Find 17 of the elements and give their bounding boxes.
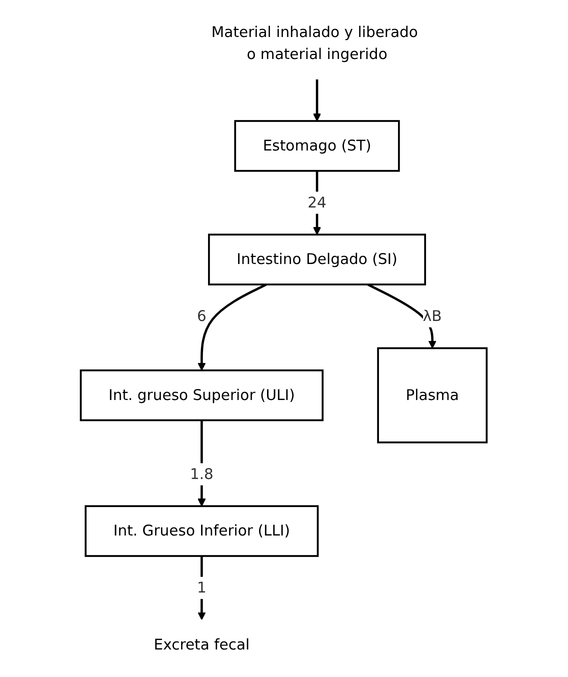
node-box: Int. Grueso Inferior (LLI) — [84, 505, 319, 557]
node-text: Excreta fecal — [154, 635, 250, 653]
node-text: Material inhalado y liberado o material ingerido — [212, 23, 418, 63]
edge-label: 1.8 — [190, 465, 214, 483]
edge-label: λB — [423, 307, 442, 325]
node-box: Intestino Delgado (SI) — [208, 234, 426, 286]
arrow — [367, 283, 437, 349]
edge-label: 1 — [197, 578, 207, 596]
node-box: Int. grueso Superior (ULI) — [80, 369, 324, 422]
edge-label: 6 — [197, 307, 207, 325]
edge-label: 24 — [308, 193, 327, 212]
arrow — [198, 420, 206, 506]
arrow — [313, 170, 322, 235]
node-box: Estomago (ST) — [234, 120, 400, 172]
node-box: Plasma — [377, 347, 488, 444]
arrow — [198, 283, 268, 371]
arrow — [313, 79, 322, 122]
